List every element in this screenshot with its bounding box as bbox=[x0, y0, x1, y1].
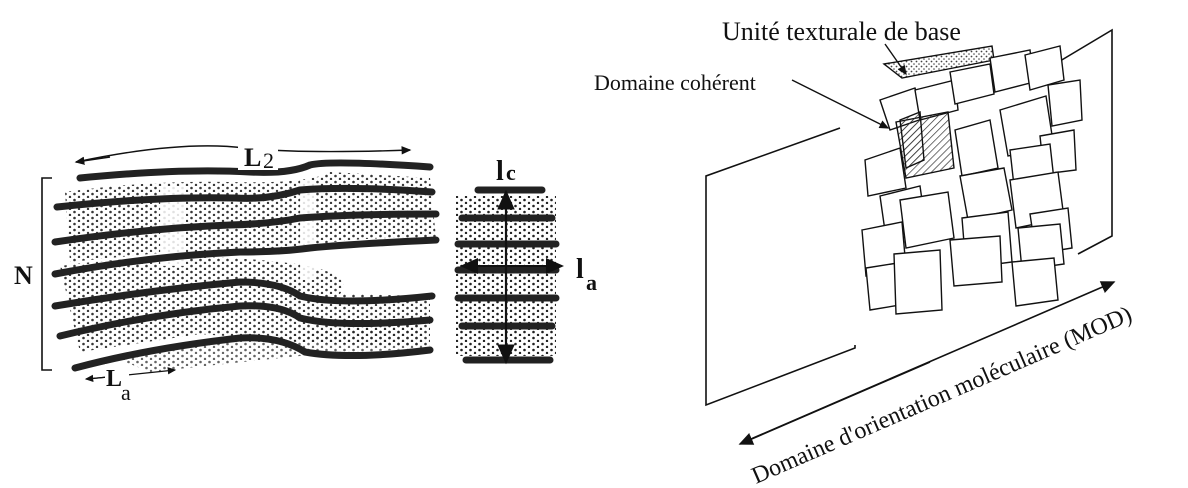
mod-plane-left-edge bbox=[705, 127, 856, 407]
lc-label-subscript: c bbox=[506, 160, 516, 185]
graphitic-layers bbox=[51, 159, 440, 372]
unit-arrow bbox=[884, 43, 907, 76]
coherent-domain-hatched bbox=[899, 110, 925, 170]
layer-6 bbox=[56, 302, 434, 340]
la-label-subscript: a bbox=[121, 380, 131, 405]
l2-span-arrow-left bbox=[74, 156, 111, 165]
layer-4 bbox=[51, 236, 440, 278]
lc-label: l bbox=[496, 156, 504, 187]
bsu-square bbox=[893, 249, 943, 315]
mod-label: Domaine d'orientation moléculaire (MOD) bbox=[748, 302, 1136, 488]
layer-1 bbox=[76, 159, 434, 182]
coherent-domain-label: Domaine cohérent bbox=[594, 70, 756, 95]
bsu-square bbox=[949, 235, 1003, 287]
la-small-label-subscript: a bbox=[586, 270, 597, 295]
mod-plane-right-edge bbox=[1044, 28, 1113, 255]
bsu-square bbox=[914, 79, 959, 121]
layer-3 bbox=[51, 210, 440, 246]
coherent-arrow bbox=[791, 79, 890, 129]
la-small-label: l bbox=[576, 254, 584, 285]
layer-2 bbox=[53, 184, 436, 211]
layer-5 bbox=[51, 278, 436, 310]
dotted-gap-b bbox=[300, 180, 316, 280]
n-label: N bbox=[14, 261, 33, 290]
layer-7 bbox=[71, 334, 434, 372]
lc-label-bg bbox=[496, 154, 526, 184]
l2-label-subscript: 2 bbox=[263, 148, 274, 173]
dotted-region-3 bbox=[120, 320, 424, 372]
unit-textural-label: Unité texturale de base bbox=[722, 17, 961, 46]
crystallite-stack bbox=[454, 186, 564, 365]
bsu-square bbox=[954, 119, 999, 177]
l2-label-bg bbox=[238, 140, 278, 170]
texture-domain-diagram: Unité texturale de base Domaine cohérent… bbox=[594, 17, 1136, 488]
bsu-square bbox=[864, 147, 907, 197]
la-label: L bbox=[106, 366, 122, 392]
bsu-square bbox=[1011, 257, 1059, 307]
la-label-bg bbox=[105, 364, 129, 388]
n-bracket bbox=[41, 177, 52, 371]
bsu-square bbox=[959, 167, 1013, 221]
bsu-square bbox=[1047, 79, 1083, 127]
l2-label: L bbox=[244, 143, 261, 172]
bsu-square bbox=[1024, 45, 1065, 91]
turbostratic-layers-diagram: L 2 N L a l bbox=[14, 140, 597, 405]
mod-arrow-left bbox=[738, 361, 931, 445]
bsu-square bbox=[949, 63, 995, 105]
bsu-cluster bbox=[861, 45, 1083, 315]
bsu-square bbox=[899, 191, 955, 249]
dotted-region-1 bbox=[65, 172, 436, 262]
